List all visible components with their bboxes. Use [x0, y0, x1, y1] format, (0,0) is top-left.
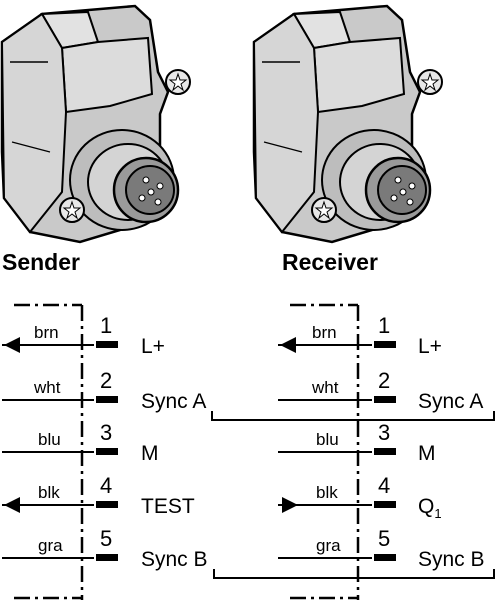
- signal-label: L+: [418, 335, 442, 358]
- signal-label: Sync A: [141, 390, 206, 413]
- sender-pin-row-4: blk 4 TEST: [2, 473, 195, 518]
- sender-pin-row-2: wht 2 Sync A: [2, 368, 206, 413]
- pin-number: 4: [100, 473, 112, 498]
- wire-color: brn: [34, 323, 59, 342]
- sync-a-connection-line: [211, 411, 495, 421]
- signal-label: M: [141, 442, 159, 465]
- receiver-pin-row-5: gra 5 Sync B: [278, 526, 485, 571]
- wire-color: blk: [38, 483, 60, 502]
- output-arrow-icon: [4, 337, 20, 353]
- pin-number: 4: [378, 473, 390, 498]
- receiver-pin-row-1: brn 1 L+: [278, 313, 442, 358]
- receiver-pin-row-3: blu 3 M: [278, 420, 436, 465]
- pin-number: 2: [378, 368, 390, 393]
- signal-label: L+: [141, 335, 165, 358]
- pin-number: 5: [100, 526, 112, 551]
- wire-color: blu: [316, 430, 339, 449]
- pin-number: 2: [100, 368, 112, 393]
- receiver-pin-row-4: blk 4 Q1: [278, 473, 442, 521]
- signal-label: Sync A: [418, 390, 483, 413]
- pin-number: 5: [378, 526, 390, 551]
- signal-label: Sync B: [418, 548, 485, 571]
- signal-label: M: [418, 442, 436, 465]
- signal-label: TEST: [141, 495, 195, 518]
- pin-number: 1: [378, 313, 390, 338]
- sender-pin-row-1: brn 1 L+: [2, 313, 165, 358]
- sender-connector-image: [0, 4, 192, 244]
- wire-color: brn: [312, 323, 337, 342]
- wire-color: gra: [38, 536, 63, 555]
- receiver-pin-row-2: wht 2 Sync A: [278, 368, 483, 413]
- sync-b-connection-line: [213, 569, 495, 579]
- pin-number: 1: [100, 313, 112, 338]
- sender-pin-row-5: gra 5 Sync B: [2, 526, 208, 571]
- signal-label: Sync B: [141, 548, 208, 571]
- wire-color: wht: [33, 378, 61, 397]
- wire-color: blu: [38, 430, 61, 449]
- signal-subscript: 1: [434, 506, 441, 521]
- receiver-connector-image: [252, 4, 444, 244]
- signal-label-main: Q: [418, 495, 434, 518]
- wire-color: blk: [316, 483, 338, 502]
- output-arrow-icon: [4, 497, 20, 513]
- signal-label: Q1: [418, 495, 442, 521]
- pin-number: 3: [100, 420, 112, 445]
- sender-pin-row-3: blu 3 M: [2, 420, 159, 465]
- receiver-heading: Receiver: [282, 249, 378, 275]
- input-arrow-icon: [282, 497, 298, 513]
- wire-color: gra: [316, 536, 341, 555]
- output-arrow-icon: [280, 337, 296, 353]
- wire-color: wht: [311, 378, 339, 397]
- pin-number: 3: [378, 420, 390, 445]
- sender-heading: Sender: [2, 249, 80, 275]
